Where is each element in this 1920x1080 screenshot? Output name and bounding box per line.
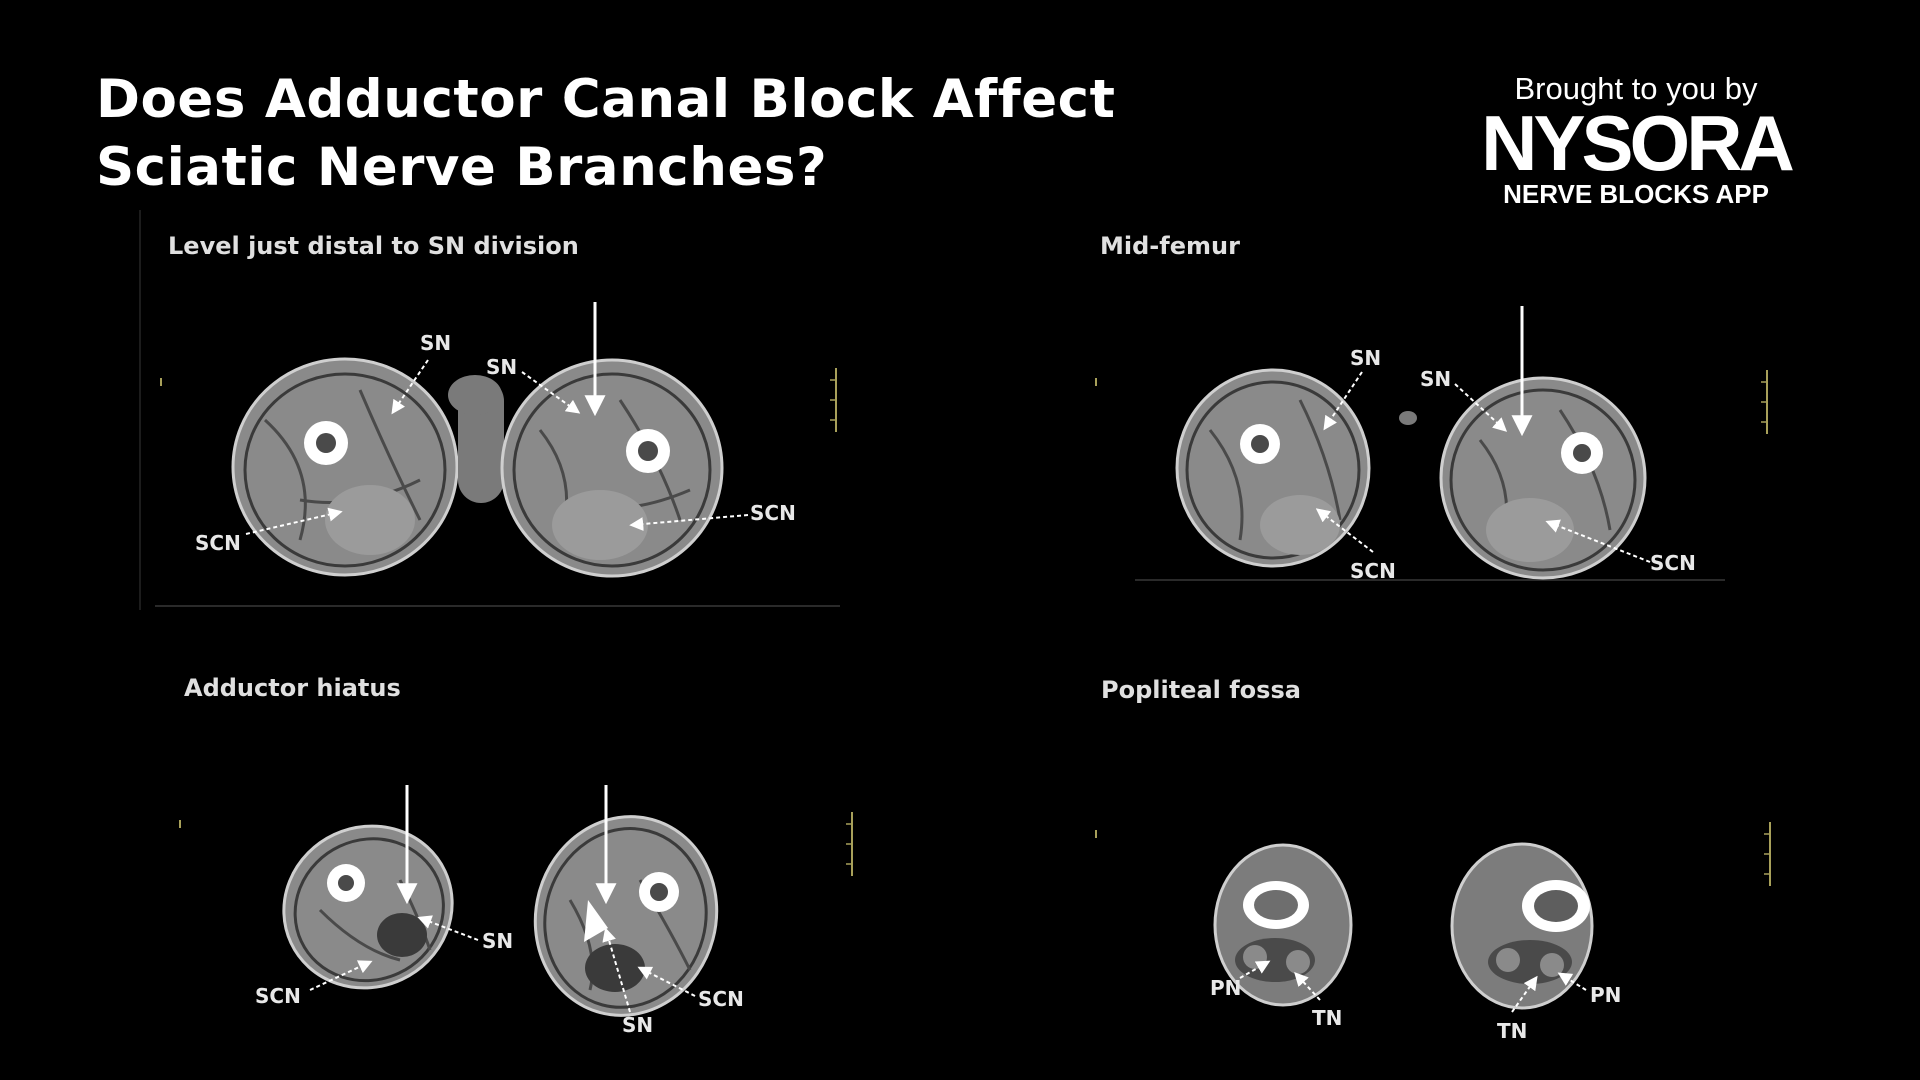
midline-tissue (448, 375, 504, 503)
pointer-arrow (1239, 960, 1271, 979)
ct-panel-mid-femur: SN SN SCN SCN (1095, 306, 1768, 583)
label-pn: PN (1210, 976, 1241, 1000)
label-sn: SN (420, 331, 451, 355)
scale-bar (1761, 370, 1768, 434)
brand-tagline: Brought to you by (1514, 71, 1758, 106)
label-tn: TN (1312, 1006, 1342, 1030)
thigh-right (500, 358, 724, 578)
panel-label-distal-sn-division: Level just distal to SN division (168, 232, 579, 260)
brand-logo: NYSORA (1481, 99, 1795, 187)
ct-panel-distal-sn-division: SN SN SCN SCN (139, 210, 840, 610)
pointer-arrow (391, 359, 429, 415)
pointer-arrow (1545, 519, 1651, 563)
label-scn: SCN (255, 984, 301, 1008)
thigh-right (533, 815, 719, 1017)
label-scn: SCN (1350, 559, 1396, 583)
pointer-arrow (1315, 508, 1374, 553)
scale-bar (830, 368, 837, 432)
pointer-arrow (602, 927, 631, 1013)
thigh-left (231, 357, 459, 577)
label-tn: TN (1497, 1019, 1527, 1043)
panel-label-mid-femur: Mid-femur (1100, 232, 1240, 260)
panel-label-popliteal-fossa: Popliteal fossa (1101, 676, 1301, 704)
label-sn: SN (622, 1013, 653, 1037)
pointer-arrow (1454, 383, 1508, 432)
ct-panel-adductor-hiatus: SN SCN SN SCN (179, 785, 853, 1037)
pointer-arrow (629, 514, 749, 532)
label-sn: SN (482, 929, 513, 953)
pointer-arrow (417, 915, 479, 941)
knee-left (1213, 843, 1353, 1007)
label-pn: PN (1590, 983, 1621, 1007)
brand-subtitle: NERVE BLOCKS APP (1503, 179, 1769, 209)
brand-block: Brought to you by NYSORA NERVE BLOCKS AP… (1476, 71, 1796, 209)
thigh-left (282, 824, 454, 990)
thigh-right (1439, 376, 1647, 580)
knee-right (1450, 842, 1594, 1010)
label-scn: SCN (1650, 551, 1696, 575)
label-sn: SN (1350, 346, 1381, 370)
pointer-arrow (1294, 971, 1321, 1001)
pointer-arrow (637, 966, 696, 997)
pointer-arrow (521, 371, 581, 414)
label-scn: SCN (195, 531, 241, 555)
thigh-left (1175, 368, 1371, 568)
scale-bar (846, 812, 853, 876)
title-line-2: Sciatic Nerve Branches? (96, 137, 828, 198)
label-sn: SN (486, 355, 517, 379)
label-scn: SCN (698, 987, 744, 1011)
pointer-arrow (245, 507, 343, 535)
title-line-1: Does Adductor Canal Block Affect (96, 69, 1116, 130)
midline-tissue (1399, 411, 1417, 425)
ct-panel-popliteal-fossa: PN TN TN PN (1095, 822, 1771, 1043)
panel-label-adductor-hiatus: Adductor hiatus (184, 674, 401, 702)
page-title: Does Adductor Canal Block Affect Sciatic… (96, 66, 1196, 202)
pointer-arrow (1557, 972, 1587, 991)
label-sn: SN (1420, 367, 1451, 391)
scale-bar (1764, 822, 1771, 886)
label-scn: SCN (750, 501, 796, 525)
